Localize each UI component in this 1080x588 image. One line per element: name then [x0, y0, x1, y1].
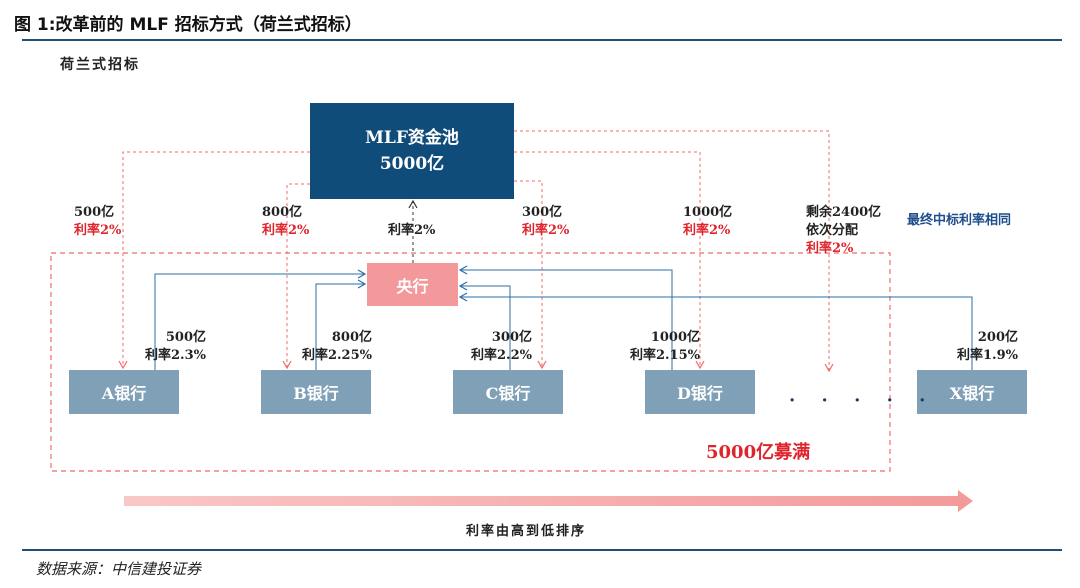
bank-c-box: C银行: [453, 370, 563, 414]
bid-label-c: 300亿 利率2.2%: [471, 330, 532, 363]
allocation-label-c: 300亿 利率2%: [522, 205, 570, 238]
central-bank-box: 央行: [367, 263, 458, 306]
top-rule: [22, 39, 1062, 41]
bottom-rule: [22, 549, 1062, 551]
final-rate-note: 最终中标利率相同: [907, 213, 1012, 228]
bid-label-a: 500亿 利率2.3%: [145, 330, 206, 363]
bid-line-b: [315, 279, 367, 370]
bank-d-box: D银行: [645, 370, 755, 414]
bid-label-b: 800亿 利率2.25%: [301, 330, 372, 363]
bid-line-c: [458, 281, 511, 370]
diagram-subtitle: 荷兰式招标: [60, 57, 140, 73]
bank-x-box: X银行: [917, 370, 1027, 414]
allocation-line-c: [514, 180, 547, 370]
fully-subscribed-note: 5000亿募满: [706, 442, 811, 463]
bid-line-x: [458, 292, 973, 370]
central-rate-label: 利率2%: [388, 223, 436, 238]
auction-frame: [50, 252, 891, 472]
bid-label-x: 200亿 利率1.9%: [957, 330, 1018, 363]
sort-arrow: [124, 490, 973, 512]
allocation-label-b: 800亿 利率2%: [262, 205, 310, 238]
source-note: 数据来源：中信建投证券: [36, 560, 202, 578]
figure-title: 图 1:改革前的 MLF 招标方式（荷兰式招标）: [14, 15, 362, 35]
bid-line-d: [458, 265, 673, 370]
sort-order-label: 利率由高到低排序: [466, 524, 587, 539]
pool-title: MLF资金池: [365, 128, 459, 148]
bid-label-d: 1000亿 利率2.15%: [629, 330, 700, 363]
bid-line-a: [154, 269, 367, 370]
bank-a-box: A银行: [69, 370, 179, 414]
allocation-line-a: [118, 151, 310, 370]
bank-b-box: B银行: [261, 370, 371, 414]
allocation-label-a: 500亿 利率2%: [74, 205, 122, 238]
more-banks-ellipsis: · · · · ·: [789, 390, 936, 411]
allocation-line-b: [282, 183, 310, 370]
remaining-allocation-label: 剩余2400亿 依次分配 利率2%: [806, 205, 882, 256]
mlf-pool-box: MLF资金池 5000亿: [310, 103, 514, 199]
allocation-line-d: [514, 151, 705, 370]
allocation-line-remaining: [514, 130, 834, 373]
pool-amount: 5000亿: [379, 154, 445, 174]
allocation-label-d: 1000亿 利率2%: [683, 205, 733, 238]
